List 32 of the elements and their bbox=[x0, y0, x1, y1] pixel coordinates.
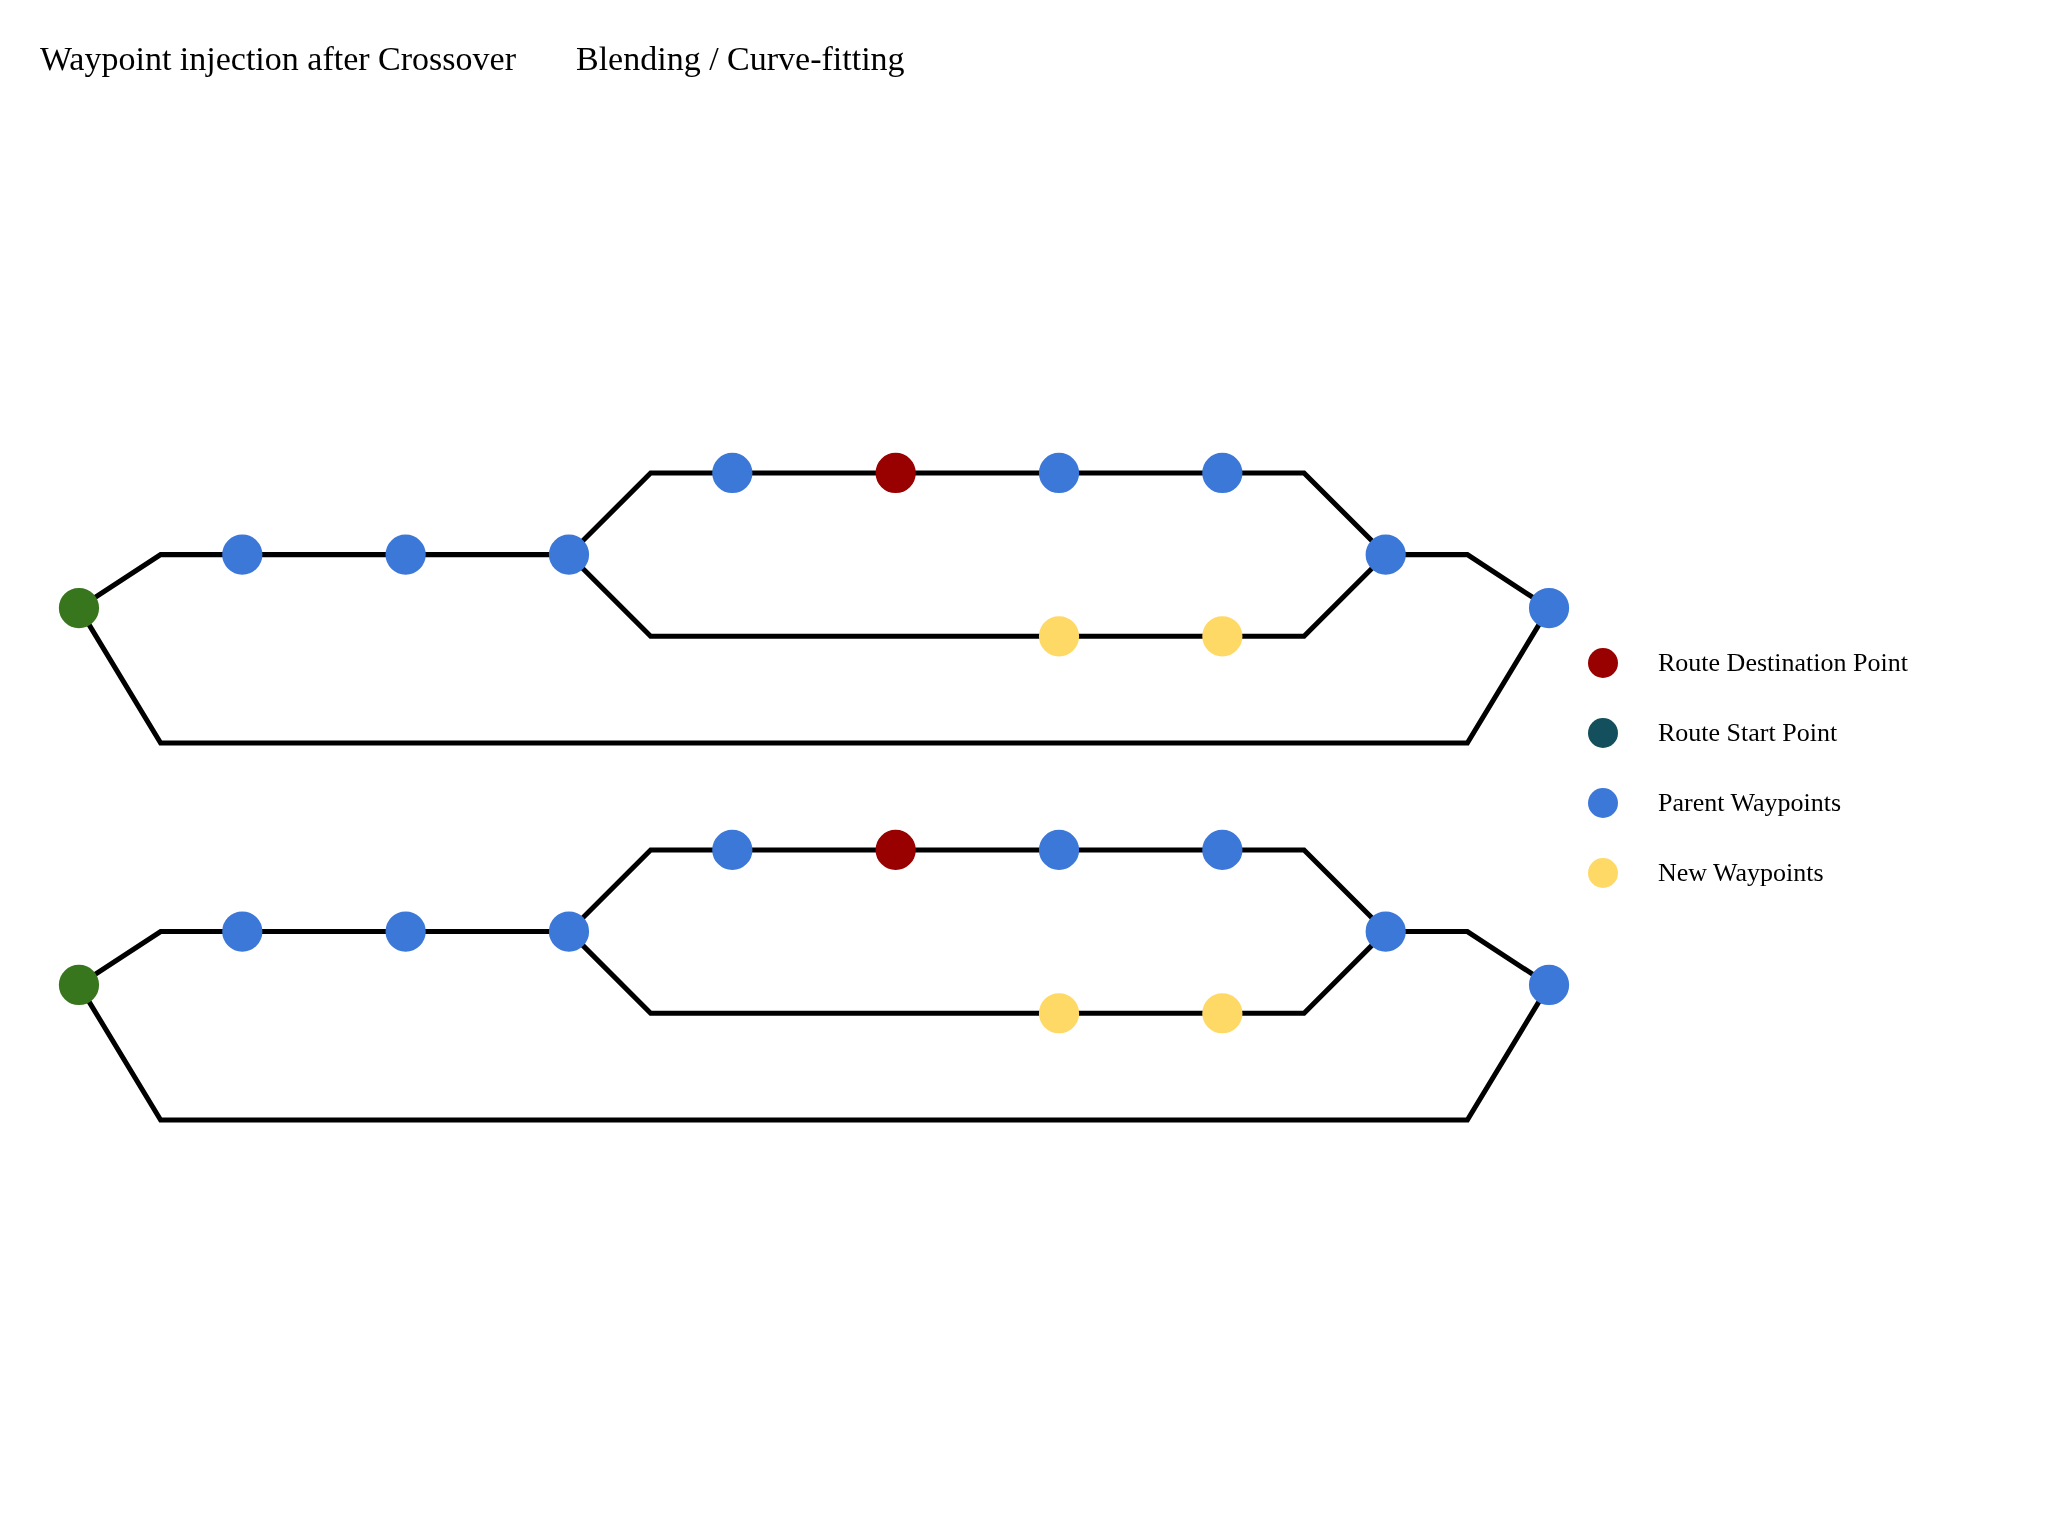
legend-label: New Waypoints bbox=[1658, 858, 1824, 888]
connector bbox=[580, 847, 714, 920]
connector bbox=[261, 928, 387, 934]
connector bbox=[1241, 943, 1375, 1016]
legend-label: Route Start Point bbox=[1658, 718, 1838, 748]
legend-label: Parent Waypoints bbox=[1658, 788, 1841, 818]
connector bbox=[1241, 470, 1375, 543]
connector bbox=[1241, 566, 1375, 639]
panel-heading: Blending / Curve-fitting bbox=[575, 40, 905, 78]
connector bbox=[261, 552, 387, 558]
connector bbox=[914, 470, 1041, 476]
connector bbox=[86, 999, 1542, 1123]
connector bbox=[1241, 847, 1375, 920]
connector bbox=[1077, 847, 1204, 853]
connector bbox=[914, 847, 1041, 853]
connector bbox=[580, 470, 714, 543]
connector bbox=[1077, 470, 1204, 476]
connector bbox=[424, 552, 551, 558]
connector bbox=[580, 943, 1041, 1016]
connector bbox=[93, 552, 224, 600]
panel-heading: Waypoint injection after Crossover bbox=[40, 40, 516, 78]
connector bbox=[1404, 928, 1535, 977]
connector bbox=[86, 622, 1542, 746]
legend-label: Route Destination Point bbox=[1658, 648, 1908, 678]
connector bbox=[1077, 633, 1204, 639]
connector bbox=[751, 470, 877, 476]
connector bbox=[580, 566, 1041, 639]
connector bbox=[1077, 1010, 1204, 1016]
connector bbox=[424, 928, 551, 934]
connector bbox=[1404, 552, 1535, 600]
connector bbox=[751, 847, 877, 853]
connector bbox=[93, 928, 224, 977]
